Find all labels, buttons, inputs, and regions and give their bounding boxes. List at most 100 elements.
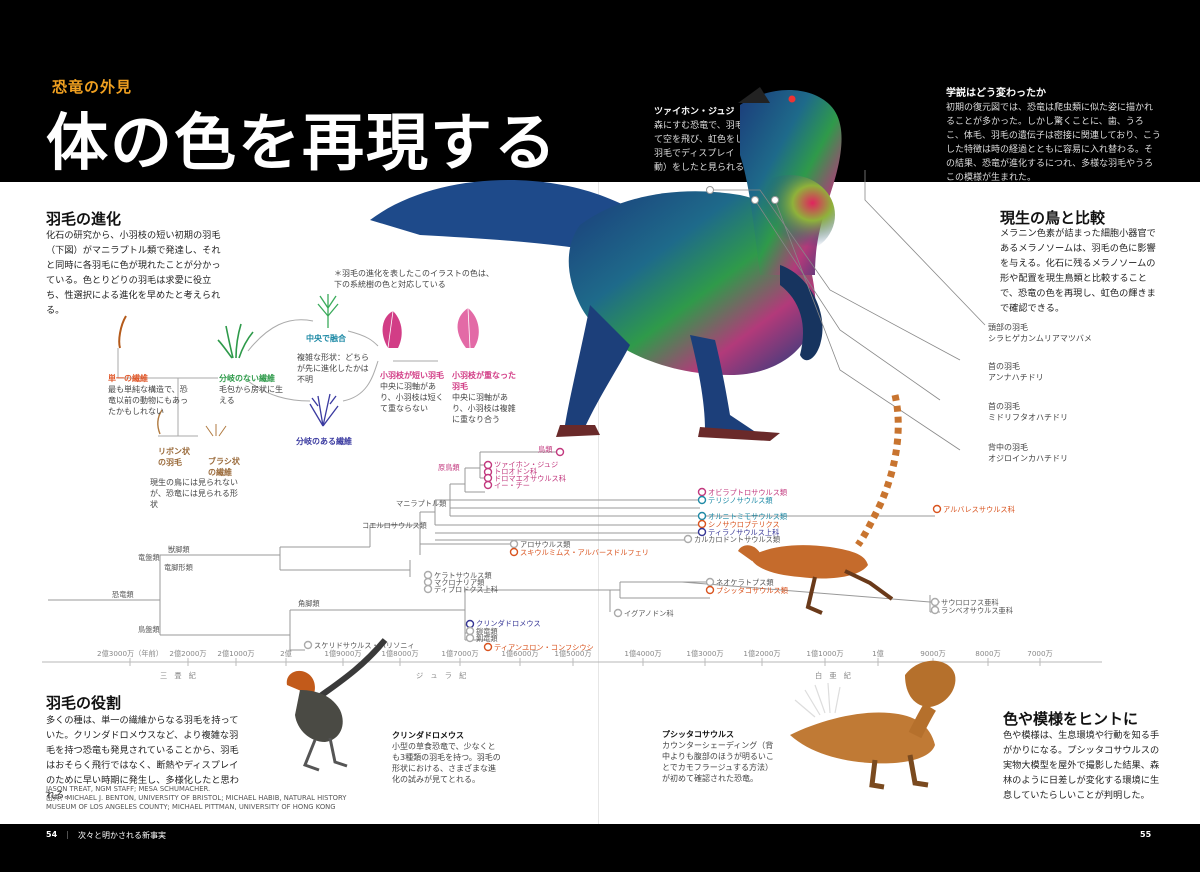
- hero-caption: ツァイホン・ジュジ 森にすむ恐竜で、羽毛を使って空を飛び、虹色をした胸の羽毛でデ…: [654, 105, 774, 175]
- modern-heading: 現生の鳥と比較: [1000, 209, 1106, 227]
- tree-carcharo: カルカロドントサウルス類: [694, 535, 781, 544]
- modern-item-2-part: 首の羽毛: [988, 402, 1020, 411]
- evolution-heading: 羽毛の進化: [46, 210, 122, 228]
- tree-oviraptor: オビラプトロサウルス類: [708, 488, 788, 497]
- evolution-text: 化石の研究から、小羽枝の短い初期の羽毛（下図）がマニラプトル類で発達し、それと同…: [46, 230, 221, 316]
- stage-overlap: 小羽枝が重なった羽毛 中央に羽軸があり、小羽枝は複雑に重なり合う: [452, 370, 518, 425]
- stage-overlap-text: 中央に羽軸があり、小羽枝は複雑に重なり合う: [452, 393, 516, 424]
- axis-tick-label: 1億8000万: [381, 649, 418, 658]
- axis-tick-label: 2億1000万: [217, 649, 254, 658]
- credits-line3: MUSEUM OF LOS ANGELES COUNTY; MICHAEL PI…: [46, 803, 336, 811]
- axis-tick-label: 1億9000万: [324, 649, 361, 658]
- credits-line2: 出典：MICHAEL J. BENTON, UNIVERSITY OF BRIS…: [46, 794, 347, 802]
- header-band: [0, 0, 1200, 182]
- axis-tick-label: 7000万: [1027, 649, 1052, 658]
- page-title: 体の色を再現する: [46, 106, 559, 179]
- period-triassic: 三 畳 紀: [160, 671, 196, 680]
- footer-band: [0, 824, 1200, 872]
- tree-neocerat: ネオケラトプス類: [716, 578, 774, 587]
- feather-evolution-diagram: [117, 294, 479, 437]
- tree-tianyulong: ティアンユロン・コンフシウシ: [494, 643, 594, 652]
- modern-item-0: 頭部の羽毛 シラヒゲカンムリアマツバメ: [988, 322, 1092, 344]
- pattern-text: 色や模様は、生息環境や行動を知る手がかりになる。プシッタコサウルスの実物大模型を…: [1003, 730, 1160, 801]
- stage-ribbon-title: リボン状の羽毛: [158, 447, 190, 467]
- tree-sinosauro: シノサウロプテリクス: [708, 520, 780, 529]
- stage-brush-title: ブラシ状の繊維: [208, 457, 240, 477]
- period-jurassic: ジ ュ ラ 紀: [416, 671, 466, 680]
- axis-tick-label: 1億5000万: [554, 649, 591, 658]
- ribbon-feather-icon: [157, 409, 163, 435]
- stage-ribbon: リボン状の羽毛: [158, 446, 190, 468]
- psittaco-caption: プシッタコサウルス カウンターシェーディング（背中よりも腹部のほうが明るいことで…: [662, 729, 774, 784]
- roles-text: 多くの種は、単一の繊維からなる羽毛を持っていた。クリンダドロメウスなど、より複雑…: [46, 715, 239, 801]
- single-fiber-icon: [118, 315, 127, 349]
- modern-item-3: 背中の羽毛 オジロインカハチドリ: [988, 442, 1068, 464]
- modern-item-0-bird: シラヒゲカンムリアマツバメ: [988, 334, 1092, 343]
- tree-beast: 獣脚類: [168, 545, 190, 554]
- zhenyuan-illustration: [370, 87, 842, 441]
- modern-item-3-bird: オジロインカハチドリ: [988, 454, 1068, 463]
- stage-central: 中央で融合: [306, 333, 346, 344]
- axis-tick-label: 1億7000万: [441, 649, 478, 658]
- tree-dino: 恐竜類: [112, 590, 134, 599]
- axis-tick-label: 2億3000万（年前）: [97, 649, 163, 658]
- tree-birds: 鳥類: [538, 445, 553, 454]
- axis-tick-label: 1億2000万: [743, 649, 780, 658]
- stage-central-title: 中央で融合: [306, 334, 346, 343]
- tree-allosauro: アロサウルス類: [520, 540, 571, 549]
- axis-tick-label: 8000万: [975, 649, 1000, 658]
- axis-tick-label: 2億2000万: [169, 649, 206, 658]
- tree-tyranno: ティラノサウルス上科: [708, 528, 779, 537]
- page-gutter: [598, 182, 599, 824]
- axis-tick-label: 2億: [280, 649, 292, 658]
- hero-caption-name: ツァイホン・ジュジ: [654, 107, 735, 117]
- tree-primitive: 原鳥類: [438, 463, 460, 472]
- tree-alvarez: アルバレスサウルス科: [943, 505, 1015, 514]
- evolution-note: ＊羽毛の進化を表したこのイラストの色は、下の系統樹の色と対応している: [334, 269, 494, 289]
- theory-heading: 学説はどう変わったか: [946, 88, 1046, 99]
- stage-single: 単一の繊維 最も単純な構造で、恐竜以前の動物にもあったかもしれない: [108, 373, 190, 417]
- hero-caption-text: 森にすむ恐竜で、羽毛を使って空を飛び、虹色をした胸の羽毛でディスプレイ（誇示行動…: [654, 121, 772, 173]
- modern-item-2: 首の羽毛 ミドリフタオハチドリ: [988, 401, 1068, 423]
- stage-single-title: 単一の繊維: [108, 374, 148, 383]
- tree-armored: 鎧竜類: [476, 627, 498, 636]
- axis-tick-label: 1億4000万: [624, 649, 661, 658]
- tree-lambeo: ランベオサウルス亜科: [941, 606, 1013, 615]
- stage-unbranched-title: 分岐のない繊維: [219, 374, 275, 383]
- stage-complex-text: 複雑な形状：どちらが先に進化したかは不明: [297, 353, 369, 384]
- psittaco-caption-text: カウンターシェーディング（背中よりも腹部のほうが明るいことでカモフラージュする方…: [662, 741, 774, 783]
- modern-item-1-bird: アンナハチドリ: [988, 373, 1044, 382]
- axis-tick-label: 9000万: [920, 649, 945, 658]
- credits-line1: JASON TREAT, NGM STAFF; MESA SCHUMACHER.: [46, 785, 211, 793]
- kulinda-caption-name: クリンダドロメウス: [392, 731, 464, 740]
- tree-therizino: テリジノサウルス類: [708, 496, 773, 505]
- psittacosaurus-illustration: [790, 660, 956, 790]
- leader-lines: [706, 170, 986, 451]
- tree-dragon: 竜盤類: [138, 553, 160, 562]
- theory-block: 学説はどう変わったか 初期の復元図では、恐竜は爬虫類に似た姿に描かれることが多か…: [946, 87, 1161, 185]
- central-fusion-icon: [317, 294, 339, 328]
- stage-ribbon-text: 現生の鳥には見られないが、恐竜には見られる形状: [150, 478, 238, 509]
- stage-unbranched-text: 毛包から房状に生える: [219, 385, 283, 405]
- theory-text: 初期の復元図では、恐竜は爬虫類に似た姿に描かれることが多かった。しかし驚くことに…: [946, 103, 1161, 183]
- stage-branched: 分岐のある繊維: [296, 436, 352, 447]
- stage-brush: ブラシ状の繊維: [208, 456, 244, 478]
- tree-sciurumimus: スキウルミムス・アルバースドルフェリ: [520, 548, 649, 557]
- modern-item-3-part: 背中の羽毛: [988, 443, 1028, 452]
- axis-tick-label: 1億6000万: [501, 649, 538, 658]
- psittaco-caption-name: プシッタコサウルス: [662, 730, 734, 739]
- stage-branched-title: 分岐のある繊維: [296, 437, 352, 446]
- stage-overlap-title: 小羽枝が重なった羽毛: [452, 371, 516, 391]
- period-cretaceous: 白 亜 紀: [815, 671, 851, 680]
- modern-text: メラニン色素が詰まった細胞小器官であるメラノソームは、羽毛の色に影響を与える。化…: [1000, 228, 1156, 314]
- tree-macronaria: マクロナリア類: [434, 578, 485, 587]
- axis-tick-label: 1億: [872, 649, 884, 658]
- tree-sword: 剣竜類: [476, 634, 498, 643]
- tree-dromaeo: ドロマエオサウルス科: [494, 474, 566, 483]
- footer-section: 次々と明かされる新事実: [78, 831, 166, 840]
- tree-kulinda: クリンダドロメウス: [476, 619, 541, 628]
- tree-maniraptor: マニラプトル類: [396, 499, 447, 508]
- stage-short-title: 小羽枝が短い羽毛: [380, 371, 444, 380]
- short-barb-feather-icon: [382, 311, 402, 348]
